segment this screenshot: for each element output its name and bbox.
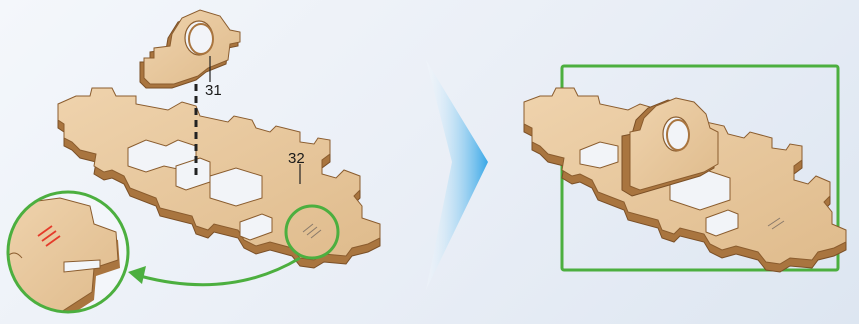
left-exploded-view: 31 32 bbox=[0, 10, 380, 322]
magnified-callout bbox=[0, 192, 128, 322]
callout-arrowhead bbox=[128, 266, 146, 284]
chevron-right-icon bbox=[426, 60, 488, 290]
part-label-32: 32 bbox=[288, 150, 305, 167]
callout-arrow bbox=[140, 258, 300, 285]
top-piece-part-31 bbox=[140, 10, 240, 88]
right-assembled-view bbox=[524, 66, 846, 272]
part-label-31: 31 bbox=[205, 82, 222, 99]
